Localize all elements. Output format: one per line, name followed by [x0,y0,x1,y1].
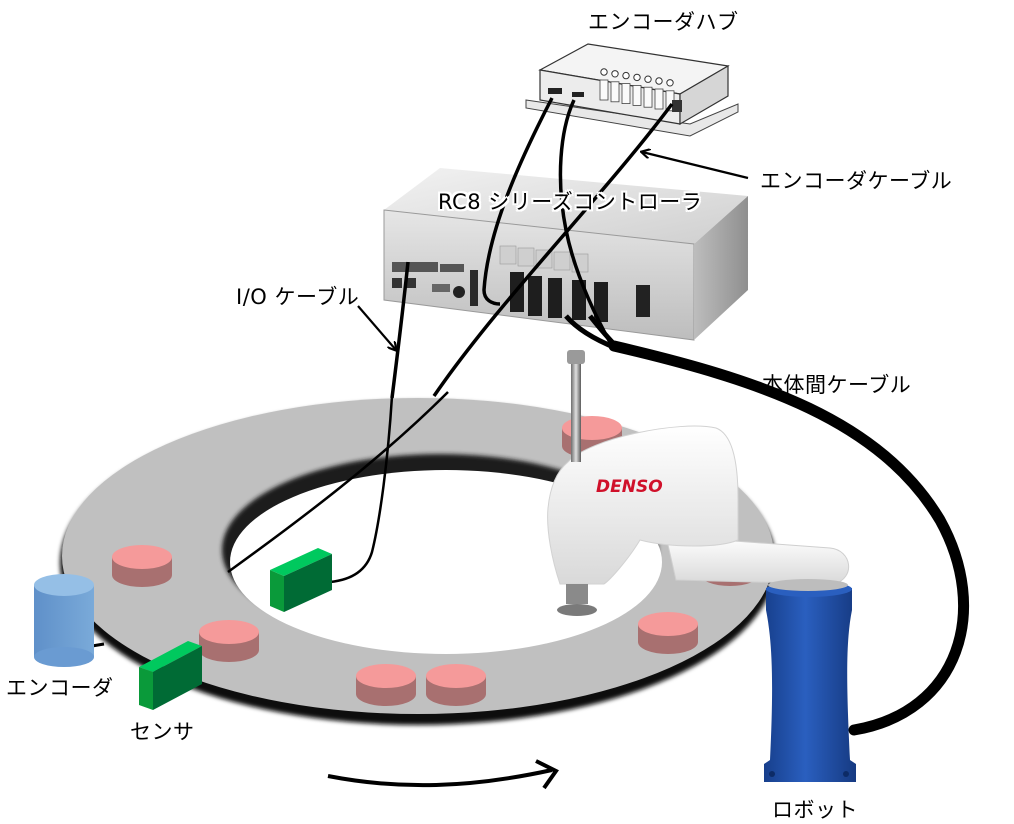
controller-port [392,278,402,288]
encoder-cable-to-encoder [227,391,449,574]
controller-motor-connector [548,278,562,318]
hub-port-slot [654,88,664,110]
hub-port-knob [633,73,641,82]
hub-port-slot [610,81,620,103]
hub-port-knob [644,75,652,83]
encoder-cable-hub-a [482,97,554,306]
controller-slot-cover [553,251,571,271]
io-cable [390,261,410,399]
workpiece-top [356,664,416,688]
controller-motor-connector [594,282,608,322]
controller-port [470,270,478,306]
workpiece [426,664,486,706]
io-cable-pointer [357,305,396,350]
controller-io-port [392,262,438,272]
robot-cable [608,340,969,736]
controller-port [440,264,464,272]
sensor-inner [270,548,332,612]
rotation-arrow [327,768,553,788]
hub-port-knob [655,77,663,85]
rc8-controller [383,168,748,341]
label-robot-cable: 本体間ケーブル [762,373,912,397]
robot-joint-ring [768,579,848,591]
encoder-cable-pointer [642,152,749,180]
hub-port-slot [632,85,642,106]
hub-port-connector [672,100,682,112]
io-cable-to-sensor [329,395,394,584]
robot-base-bolt [769,771,775,777]
hub-port-knob [666,79,674,87]
workpiece-top [112,545,172,569]
encoder-hub-ports [548,68,682,112]
controller-side-connector [636,285,650,317]
hub-port-slot [599,79,609,101]
workpiece-top [638,612,698,636]
label-controller: RC8 シリーズコントローラ [438,190,703,214]
hub-port-connector [572,92,584,97]
label-encoder: エンコーダ [6,676,114,700]
workpiece [199,620,259,662]
sensor-inner-side [284,554,332,612]
hub-port-knob [611,70,619,78]
controller-port [432,284,450,292]
encoder-body [34,585,94,657]
robot-base [764,588,856,782]
encoder-top [34,574,94,596]
encoder-hub-side [679,64,729,126]
sensor-side [153,646,202,710]
robot-base-bolt [843,771,849,777]
encoder [34,574,105,667]
sensor-inner-front [270,570,284,612]
workpiece [356,664,416,706]
workpiece [112,545,172,587]
sensor-inner-top [270,548,332,576]
workpiece [638,612,698,654]
label-encoder-cable: エンコーダケーブル [760,169,953,193]
workpiece-top [199,620,259,644]
controller-port [406,278,416,288]
sensor [139,641,202,710]
robot-flange [566,584,588,604]
workpiece-top [426,664,486,688]
label-sensor: センサ [130,720,195,744]
label-robot: ロボット [772,798,858,822]
robot-brand-logo: DENSO [596,477,663,497]
sensor-top [139,641,202,672]
encoder-hub-flange [525,99,739,137]
hub-port-connector [548,88,562,94]
controller-motor-connector [528,276,542,316]
hub-port-slot [643,86,653,108]
controller-top [384,168,748,244]
encoder-hub [525,43,739,137]
encoder-bottom [34,647,94,667]
robot-tool-plate [557,604,597,616]
sensor-front [139,667,153,710]
label-encoder-hub: エンコーダハブ [588,10,739,34]
robot-arm-head [547,425,739,585]
rotation-arrow-head [535,759,559,790]
controller-slot-cover [517,247,535,267]
hub-port-knob [622,71,630,80]
controller-side [694,196,748,340]
hub-port-knob [600,68,608,76]
robot: DENSO [547,350,856,782]
hub-port-slot [621,83,631,104]
label-io-cable: I/O ケーブル [236,285,360,309]
robot-shaft-cap [567,350,585,364]
encoder-cable-hub-c [432,102,674,397]
controller-slot-cover [499,245,517,265]
robot-shaft [571,362,581,462]
controller-motor-connector [572,280,586,320]
controller-port [453,286,465,298]
